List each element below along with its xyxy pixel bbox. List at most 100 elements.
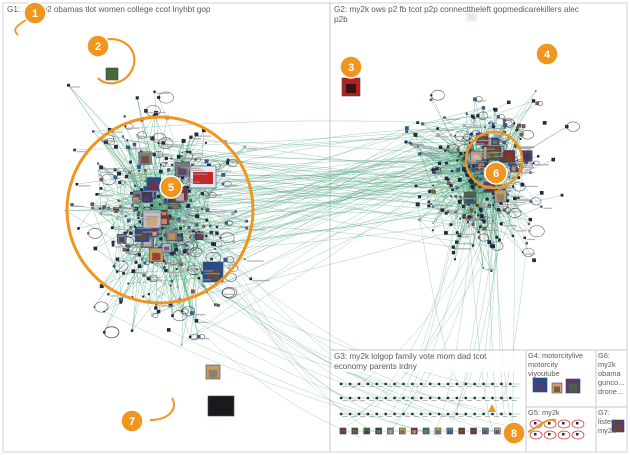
node (97, 162, 100, 165)
node (97, 193, 100, 195)
node (521, 251, 524, 254)
node (551, 157, 555, 162)
node (491, 244, 495, 249)
avatar-detail (424, 430, 428, 434)
node (532, 258, 536, 263)
g3-node (357, 412, 361, 416)
node (164, 156, 168, 161)
g5-self-loop (571, 419, 585, 429)
node (542, 121, 547, 125)
node-label (76, 151, 86, 153)
node (99, 187, 103, 190)
node (124, 125, 127, 128)
g3-node (437, 382, 441, 386)
node-label (131, 173, 149, 175)
callout-6: 6 (484, 161, 508, 185)
node-label (156, 155, 174, 157)
node-label (198, 135, 212, 137)
g3-node-label (351, 400, 357, 401)
node (495, 235, 499, 239)
g3-node-label (404, 386, 410, 387)
node-label (103, 140, 113, 142)
node-label (191, 153, 204, 155)
node (140, 188, 144, 192)
node (175, 268, 178, 271)
node (124, 215, 127, 218)
node (462, 216, 465, 219)
g3-node-label (395, 400, 401, 401)
edge (422, 107, 484, 125)
node (156, 194, 161, 199)
g3-node (500, 412, 503, 416)
g3-node (464, 412, 467, 416)
node-label (183, 167, 192, 169)
edge (141, 142, 207, 152)
node-label (247, 260, 264, 262)
g3-node-label (342, 386, 348, 387)
node-label (461, 236, 470, 238)
node-label (178, 270, 197, 272)
node (440, 208, 445, 212)
node (477, 236, 481, 239)
node (502, 130, 506, 134)
g3-node-label (387, 386, 392, 387)
node (168, 214, 172, 218)
node-label (466, 126, 482, 128)
avatar-detail (207, 269, 219, 280)
node (146, 257, 149, 260)
node (144, 109, 148, 113)
node-label (433, 170, 445, 173)
edge (95, 248, 411, 417)
g3-node-label (395, 386, 401, 387)
node (164, 269, 168, 273)
node (450, 195, 453, 198)
node-label (444, 210, 454, 213)
node (111, 243, 115, 247)
g5-node (548, 422, 551, 425)
g3-node (340, 396, 343, 400)
node-label (196, 232, 209, 234)
node (245, 226, 249, 230)
node (214, 247, 216, 250)
callout-1-number: 1 (32, 8, 38, 20)
avatar-detail (614, 424, 622, 431)
node (464, 169, 467, 173)
node-label (441, 164, 452, 166)
node (77, 227, 80, 230)
node-label (156, 92, 169, 94)
node-label (147, 111, 166, 114)
node-label (154, 263, 164, 265)
g3-node (411, 396, 414, 400)
node-label (452, 136, 469, 138)
node (466, 173, 470, 177)
node (226, 161, 230, 165)
node (515, 126, 519, 130)
g3-node (429, 396, 432, 400)
g3-node (411, 382, 414, 386)
node (191, 229, 195, 233)
node (507, 162, 512, 167)
node (210, 257, 213, 261)
node (163, 200, 168, 205)
g7-panel (595, 406, 628, 453)
node-label (117, 170, 135, 172)
callout-1: 1 (23, 1, 47, 25)
node-label (204, 273, 220, 275)
g6-label-line1: G6: (598, 351, 610, 360)
node-label (137, 227, 152, 230)
edge (187, 187, 430, 197)
node-label (186, 167, 201, 169)
callout-3-number: 3 (348, 62, 354, 74)
avatar-detail (496, 194, 504, 201)
g5-self-loop (529, 430, 543, 440)
g6-label-line4: gunco... (598, 378, 624, 387)
g3-node (340, 412, 343, 416)
edge (123, 270, 166, 274)
node-label (435, 207, 446, 209)
node (110, 226, 114, 230)
node (482, 220, 486, 224)
node (119, 205, 122, 208)
g5-node (576, 422, 579, 425)
node-label (215, 170, 232, 172)
g3-node-label (395, 416, 401, 417)
